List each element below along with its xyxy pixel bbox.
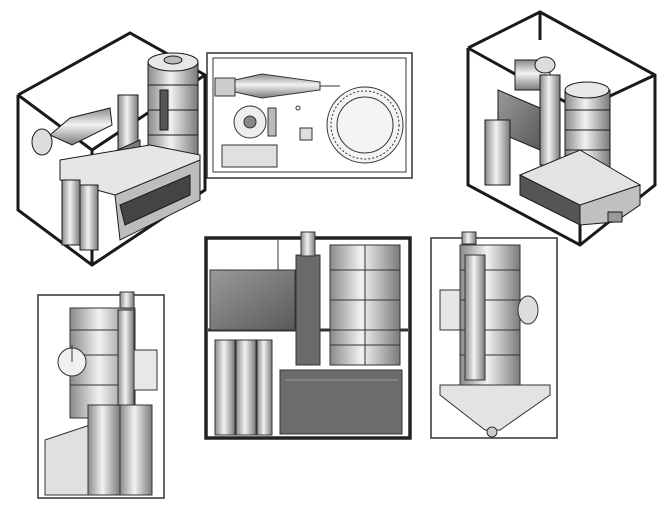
vertical-duct-front <box>295 254 321 366</box>
motor-plan <box>221 144 278 168</box>
filter-cylinder-1 <box>87 404 121 496</box>
rear-elevation-view <box>430 231 558 439</box>
hopper-side <box>44 424 91 496</box>
plan-view-top <box>206 52 413 179</box>
isometric-view-left <box>16 31 207 267</box>
blower-plan <box>233 105 277 139</box>
hopper-front <box>279 369 403 435</box>
drum-cylinder <box>147 52 199 158</box>
control-panel-front <box>209 269 296 331</box>
side-elevation-view <box>37 291 165 499</box>
hopper-rear <box>439 384 551 431</box>
filter-cylinder-3 <box>256 339 273 436</box>
filter-cylinders <box>61 179 99 251</box>
isometric-view-right <box>466 10 657 247</box>
filter-cylinder <box>484 119 511 186</box>
cyclone-cone <box>31 107 113 156</box>
cyclone-plan <box>214 73 340 99</box>
front-elevation-view <box>204 231 412 440</box>
filter-cylinder-2 <box>119 404 153 496</box>
vertical-duct <box>539 74 561 166</box>
filter-cylinder-1 <box>214 339 236 436</box>
filter-cylinder-2 <box>235 339 257 436</box>
drum-plan <box>326 86 404 164</box>
